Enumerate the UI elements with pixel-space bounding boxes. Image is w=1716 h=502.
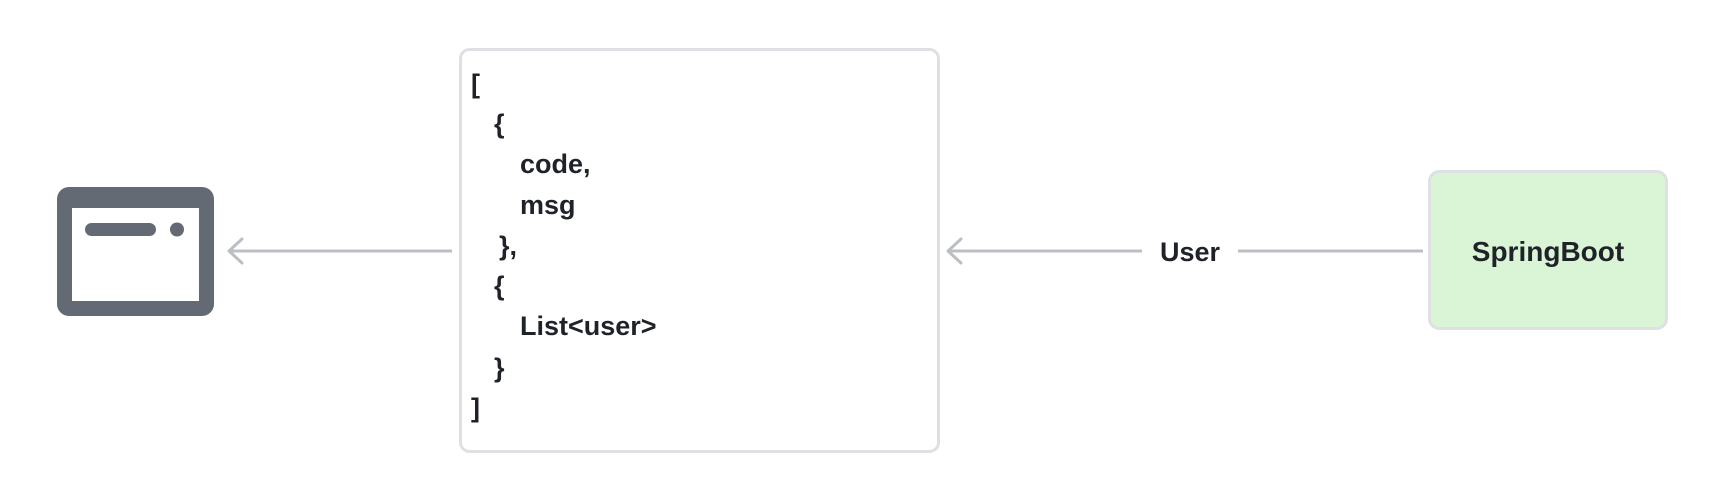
springboot-label: SpringBoot (1472, 236, 1624, 267)
browser-window-icon (57, 187, 214, 316)
code-line: } (494, 353, 505, 383)
code-line: { (494, 271, 505, 301)
springboot-node: SpringBoot (1428, 170, 1668, 330)
code-line: List<user> (520, 311, 657, 341)
code-line: msg (520, 190, 576, 220)
arrowhead-icon (227, 237, 244, 265)
response-box: [ { code, msg }, { List<user> } ] (459, 48, 940, 453)
code-line: { (494, 109, 505, 139)
edge-response-to-client (227, 237, 452, 265)
edge-springboot-to-response: User (946, 237, 1423, 267)
edge-label: User (1160, 237, 1221, 267)
code-line: }, (499, 231, 517, 261)
code-line: ] (471, 393, 480, 423)
code-line: [ (471, 69, 480, 99)
code-line: code, (520, 149, 591, 179)
arrowhead-icon (946, 237, 963, 265)
